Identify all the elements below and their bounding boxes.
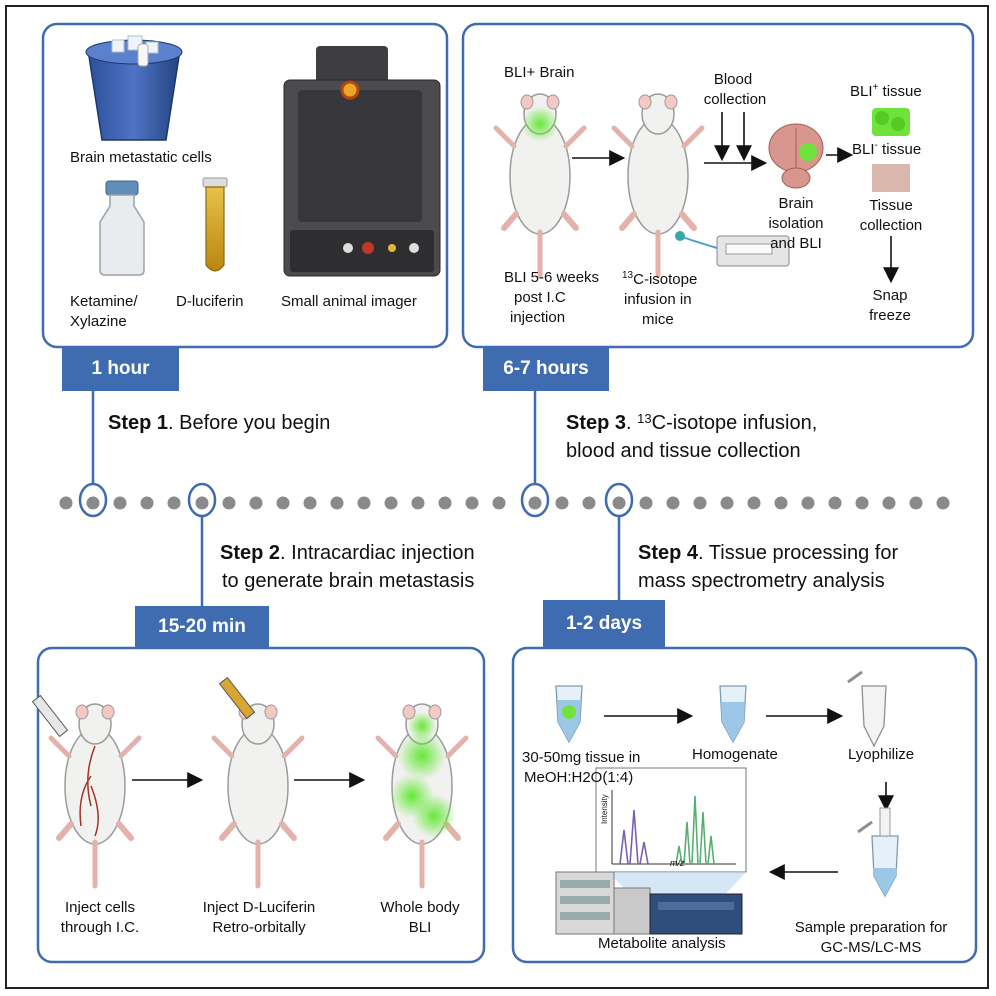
label-brain-3: and BLI <box>770 235 822 252</box>
mouse-luciferin <box>214 676 302 886</box>
step-2-label-line2: to generate brain metastasis <box>222 570 475 592</box>
label-blood-2: collection <box>703 91 767 108</box>
step-4-bold: Step 4 <box>638 542 699 564</box>
label-metabolite-analysis: Metabolite analysis <box>598 935 726 952</box>
step-1-text: . Before you begin <box>168 412 331 434</box>
tube-sample-prep <box>857 807 899 898</box>
label-inject-cells-2: through I.C. <box>60 919 140 936</box>
label-bli-weeks-3: injection <box>510 309 566 326</box>
timeline-dots <box>59 496 950 510</box>
panel-2-frame <box>461 22 975 349</box>
step-4-label-line2: mass spectrometry analysis <box>638 570 885 592</box>
label-isotope-line2: infusion in <box>624 291 692 308</box>
label-brain-2: isolation <box>768 215 824 232</box>
brain-illustration <box>768 123 824 189</box>
step-3-label-line1: Step 3. 13C-isotope infusion, <box>566 410 817 436</box>
mass-spectrum-plot <box>595 767 747 873</box>
label-whole-body-2: BLI <box>408 919 432 936</box>
tube-homogenate <box>719 685 747 744</box>
label-tissue-collection-1: Tissue <box>869 197 913 214</box>
label-blood-1: Blood <box>713 71 753 88</box>
duration-tag-1-hour: 1 hour <box>62 347 179 391</box>
duration-tag-15-20-min: 15-20 min <box>135 606 269 648</box>
step-3-label-line2: blood and tissue collection <box>566 440 801 462</box>
bli-pos-sup: + <box>872 82 879 93</box>
label-inject-luciferin-1: Inject D-Luciferin <box>202 899 316 916</box>
lc-ms-instrument-illustration <box>555 871 746 935</box>
label-tissue-methanol-1: 30-50mg tissue in <box>522 749 641 766</box>
step-2-label-line1: Step 2. Intracardiac injection <box>220 540 475 566</box>
label-small-animal-imager: Small animal imager <box>281 293 417 310</box>
mouse-bli-brain <box>496 94 584 276</box>
tube-lyophilize <box>847 670 887 748</box>
bli-neg-rest: tissue <box>877 141 922 158</box>
label-tissue-methanol-2: MeOH:H2O(1:4) <box>524 769 634 786</box>
label-tissue-collection-2: collection <box>859 217 923 234</box>
label-sample-prep-1: Sample preparation for <box>794 919 948 936</box>
outer-frame <box>5 5 989 989</box>
step-3-bold: Step 3 <box>566 412 627 434</box>
luciferin-tube-illustration <box>202 177 228 272</box>
step-2-text: . Intracardiac injection <box>280 542 475 564</box>
label-ketamine-line2: Xylazine <box>70 313 127 330</box>
tube-tissue <box>555 685 583 744</box>
label-whole-body-1: Whole body <box>380 899 460 916</box>
step-3-text-b: C-isotope infusion, <box>651 412 818 434</box>
step-3-sup: 13 <box>637 411 652 426</box>
label-homogenate: Homogenate <box>692 746 778 763</box>
isotope-superscript: 13 <box>622 270 634 281</box>
step-1-label: Step 1. Before you begin <box>108 410 330 436</box>
spectrum-y-label: Intensity <box>600 794 609 824</box>
step-1-bold: Step 1 <box>108 412 169 434</box>
isotope-text: C-isotope <box>633 271 698 288</box>
label-d-luciferin: D-luciferin <box>176 293 244 310</box>
label-brain-metastatic-cells: Brain metastatic cells <box>70 149 212 166</box>
label-isotope-line1: 13C-isotope <box>622 270 697 289</box>
label-bli-weeks-2: post I.C <box>514 289 566 306</box>
step-4-text: . Tissue processing for <box>698 542 899 564</box>
duration-tag-6-7-hours: 6-7 hours <box>483 347 609 391</box>
label-sample-prep-2: GC-MS/LC-MS <box>820 939 922 956</box>
label-bli-negative-tissue: BLI- tissue <box>852 140 921 159</box>
label-snap-1: Snap <box>872 287 908 304</box>
mouse-whole-body-bli <box>378 704 466 886</box>
label-bli-weeks-1: BLI 5-6 weeks <box>504 269 600 286</box>
step-4-label-line1: Step 4. Tissue processing for <box>638 540 898 566</box>
spectrum-x-label: m/z <box>670 858 685 868</box>
vial-illustration <box>99 180 145 276</box>
bli-negative-tissue <box>872 164 910 192</box>
step-2-bold: Step 2 <box>220 542 281 564</box>
label-isotope-line3: mice <box>642 311 674 328</box>
step-3-text-a: . <box>626 412 638 434</box>
bli-positive-tissue <box>872 108 910 136</box>
label-bli-positive-tissue: BLI+ tissue <box>850 82 922 101</box>
label-brain-1: Brain <box>778 195 814 212</box>
bli-pos-rest: tissue <box>878 83 922 100</box>
small-animal-imager-illustration <box>283 46 441 277</box>
mouse-injection <box>31 694 139 886</box>
label-ketamine-line1: Ketamine/ <box>70 293 138 310</box>
bli-neg-sup: - <box>874 140 878 151</box>
duration-tag-1-2-days: 1-2 days <box>543 600 665 648</box>
label-lyophilize: Lyophilize <box>848 746 915 763</box>
label-snap-2: freeze <box>869 307 911 324</box>
label-inject-cells-1: Inject cells <box>64 899 136 916</box>
bli-neg-text: BLI <box>852 141 875 158</box>
ice-bucket-illustration <box>85 35 183 141</box>
label-inject-luciferin-2: Retro-orbitally <box>212 919 306 936</box>
label-bli-brain: BLI+ Brain <box>504 64 575 81</box>
syringe-pump-illustration <box>675 231 790 267</box>
bli-pos-text: BLI <box>850 83 873 100</box>
timeline-markers <box>78 390 634 606</box>
